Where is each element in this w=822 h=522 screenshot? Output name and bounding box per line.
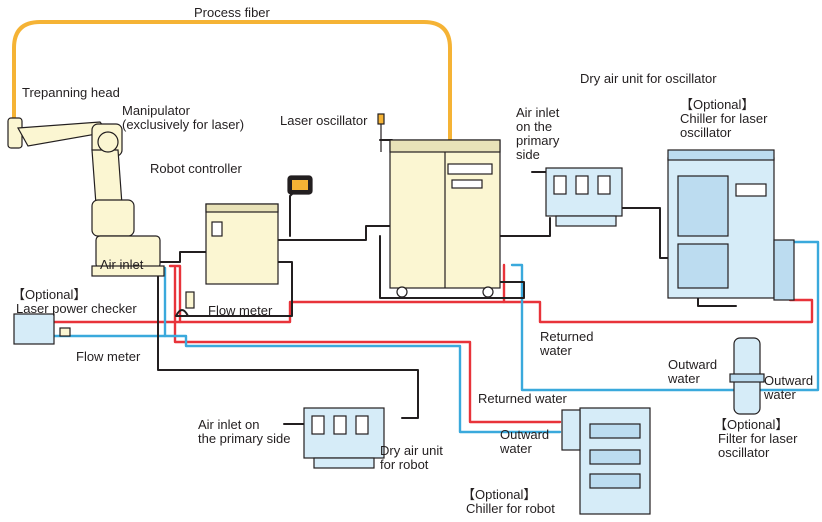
label-outward-water-2b: water	[764, 387, 796, 402]
label-dry-air-robot-2: for robot	[380, 457, 429, 472]
label-air-inlet-primary-4: side	[516, 147, 540, 162]
label-process-fiber: Process fiber	[194, 5, 270, 20]
label-outward-water-1b: water	[668, 371, 700, 386]
label-air-inlet-robot-2: the primary side	[198, 431, 291, 446]
label-air-inlet-primary-3: primary	[516, 133, 560, 148]
robot-controller	[205, 175, 313, 285]
label-returned-water-2: Returned water	[478, 391, 567, 406]
returned-water-lines	[24, 263, 814, 424]
process-fiber	[12, 20, 452, 142]
label-outward-water-3a: Outward	[500, 427, 550, 442]
label-air-inlet-primary-1: Air inlet	[516, 105, 560, 120]
chiller-laser-oscillator	[667, 149, 795, 301]
label-flow-meter-2: Flow meter	[76, 349, 141, 364]
laser-power-checker	[13, 291, 195, 345]
label-air-inlet: Air inlet	[100, 257, 144, 272]
label-laser-oscillator: Laser oscillator	[280, 113, 368, 128]
label-filter-1: 【Optional】	[714, 417, 789, 432]
label-chiller-robot-2: Chiller for robot	[466, 501, 555, 516]
laser-oscillator	[377, 113, 501, 298]
label-outward-water-3b: water	[500, 441, 532, 456]
label-laser-power-1: 【Optional】	[12, 287, 87, 302]
label-air-inlet-robot-1: Air inlet on	[198, 417, 260, 432]
label-outward-water-2a: Outward	[764, 373, 814, 388]
label-returned-water-1a: Returned	[540, 329, 594, 344]
label-laser-power-2: Laser power checker	[16, 301, 137, 316]
label-filter-2: Filter for laser	[718, 431, 798, 446]
dry-air-unit-robot	[303, 407, 385, 469]
label-manipulator-line2: (exclusively for laser)	[122, 117, 245, 132]
label-dry-air-robot-1: Dry air unit	[380, 443, 443, 458]
dry-air-unit-oscillator	[545, 167, 623, 227]
outward-water-lines	[28, 240, 820, 434]
label-outward-water-1a: Outward	[668, 357, 718, 372]
cables	[157, 139, 737, 425]
label-manipulator-line1: Manipulator	[122, 103, 190, 118]
label-dry-air-oscillator: Dry air unit for oscillator	[580, 71, 717, 86]
filter-laser-oscillator	[729, 337, 765, 415]
label-robot-controller: Robot controller	[150, 161, 242, 176]
label-chiller-robot-1: 【Optional】	[462, 487, 537, 502]
manipulator	[7, 117, 165, 277]
label-flow-meter-1: Flow meter	[208, 303, 273, 318]
label-filter-3: oscillator	[718, 445, 770, 460]
label-chiller-laser-1: 【Optional】	[680, 97, 755, 112]
label-air-inlet-primary-2: on the	[516, 119, 553, 134]
chiller-robot	[561, 407, 651, 515]
label-chiller-laser-3: oscillator	[680, 125, 732, 140]
label-chiller-laser-2: Chiller for laser	[680, 111, 768, 126]
label-trepanning-head: Trepanning head	[22, 85, 120, 100]
label-returned-water-1b: water	[540, 343, 572, 358]
